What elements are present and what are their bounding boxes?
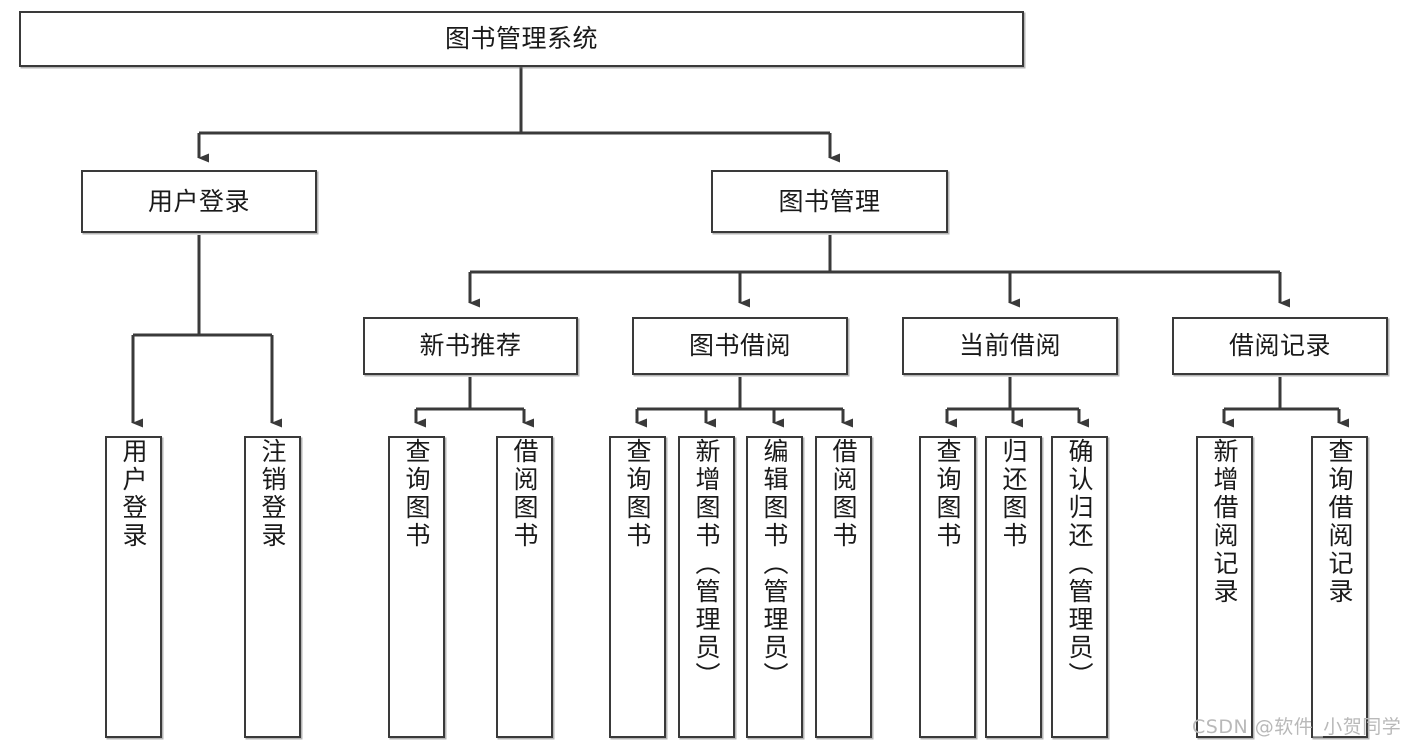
leaf-current-borrow-confirm-return-admin[interactable]: 确认归还（管理员） [1051,436,1108,738]
node-label: 当前借阅 [958,331,1061,361]
node-label: 查询图书 [402,438,431,550]
node-label: 图书管理系统 [444,24,598,54]
leaf-book-borrow-edit-book-admin[interactable]: 编辑图书（管理员） [746,436,803,738]
node-user-login[interactable]: 用户登录 [81,170,317,233]
node-label: 归还图书 [999,438,1028,550]
node-label: 查询图书 [623,438,652,550]
node-label: 查询图书 [933,438,962,550]
node-book-borrowing[interactable]: 图书借阅 [632,317,848,375]
node-label: 用户登录 [119,438,148,550]
node-label: 图书借阅 [688,331,791,361]
node-label: 编辑图书（管理员） [760,438,789,690]
leaf-current-borrow-return-book[interactable]: 归还图书 [985,436,1042,738]
node-book-management[interactable]: 图书管理 [711,170,948,233]
leaf-book-borrow-query-book[interactable]: 查询图书 [609,436,666,738]
node-label: 确认归还（管理员） [1065,438,1094,690]
csdn-watermark: CSDN @软件_小贺同学 [1192,716,1402,738]
leaf-book-borrow-add-book-admin[interactable]: 新增图书（管理员） [678,436,735,738]
node-label: 借阅图书 [829,438,858,550]
node-label: 查询借阅记录 [1325,438,1354,606]
node-label: 图书管理 [778,186,881,216]
node-current-borrowing[interactable]: 当前借阅 [902,317,1118,375]
node-label: 注销登录 [258,438,287,550]
leaf-book-borrow-borrow-book[interactable]: 借阅图书 [815,436,872,738]
leaf-user-login-login[interactable]: 用户登录 [105,436,162,738]
node-label: 新书推荐 [419,331,522,361]
node-label: 借阅记录 [1228,331,1331,361]
leaf-user-login-logout[interactable]: 注销登录 [244,436,301,738]
leaf-new-books-query-book[interactable]: 查询图书 [388,436,445,738]
leaf-borrow-record-add-record[interactable]: 新增借阅记录 [1196,436,1253,738]
node-label: 新增图书（管理员） [692,438,721,690]
node-label: 借阅图书 [510,438,539,550]
node-borrowing-record[interactable]: 借阅记录 [1172,317,1388,375]
leaf-current-borrow-query-book[interactable]: 查询图书 [919,436,976,738]
node-root-book-management-system[interactable]: 图书管理系统 [19,11,1024,67]
node-label: 用户登录 [147,186,250,216]
leaf-new-books-borrow-book[interactable]: 借阅图书 [496,436,553,738]
leaf-borrow-record-query-record[interactable]: 查询借阅记录 [1311,436,1368,738]
node-label: 新增借阅记录 [1210,438,1239,606]
node-new-book-recommendation[interactable]: 新书推荐 [363,317,578,375]
